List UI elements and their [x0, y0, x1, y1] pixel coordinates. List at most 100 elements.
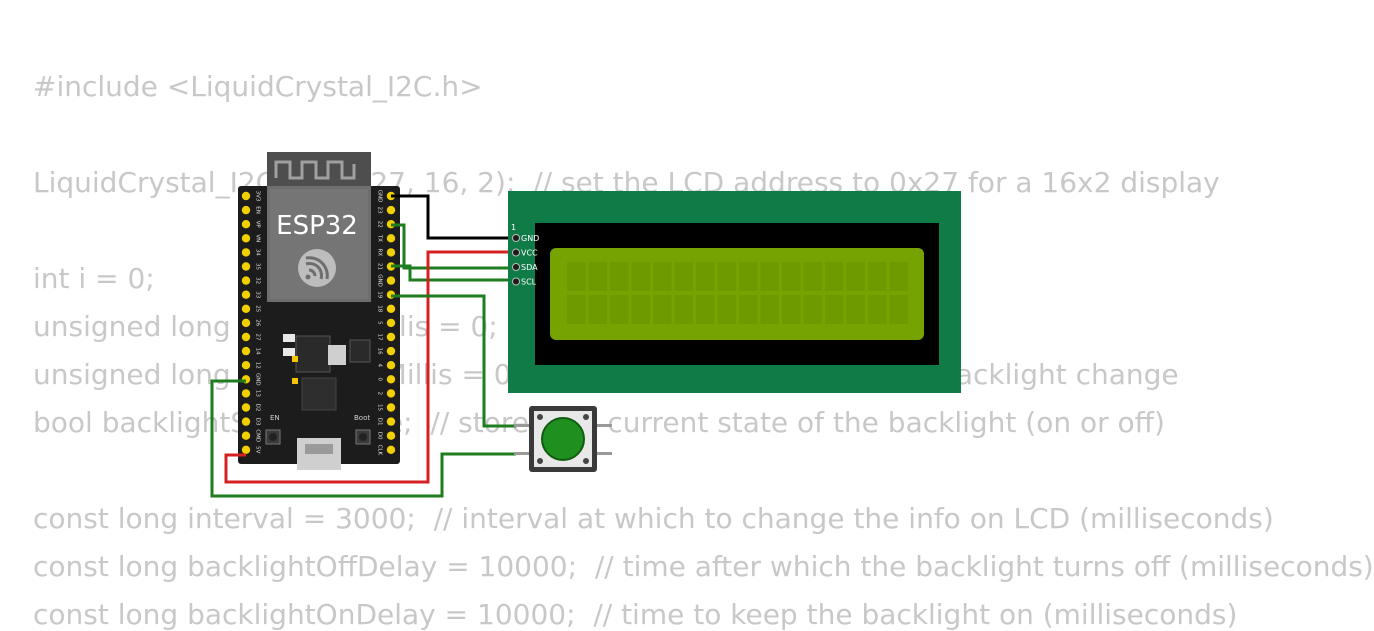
lcd-char-cell: [760, 262, 779, 291]
esp32-pin-label: 19: [377, 291, 383, 298]
lcd-char-cell: [631, 262, 650, 291]
wire-button-gnd[interactable]: [210, 379, 516, 498]
code-line-interval: const long interval = 3000; // interval …: [33, 502, 1274, 535]
esp32-pin-right-5[interactable]: [386, 318, 396, 328]
esp32-pin-label: 34: [255, 249, 261, 256]
lcd-char-cell: [739, 262, 758, 291]
esp32-pin-left-27[interactable]: [241, 332, 251, 342]
lcd-char-cell: [674, 295, 693, 324]
lcd-char-cell: [696, 262, 715, 291]
esp32-pin-right-18[interactable]: [386, 304, 396, 313]
lcd-pin-gnd[interactable]: [512, 234, 520, 242]
esp32-pin-left-cmd[interactable]: [241, 431, 251, 440]
code-line-backlight-on-delay: const long backlightOnDelay = 10000; // …: [33, 598, 1238, 631]
esp32-pin-left-d3[interactable]: [241, 417, 251, 426]
lcd-char-cell: [846, 295, 865, 324]
button-leg: [596, 452, 612, 455]
esp32-pin-left-34[interactable]: [241, 248, 251, 257]
esp32-pin-left-14[interactable]: [241, 346, 251, 356]
esp32-pin-label: 21: [377, 263, 383, 270]
espressif-logo-icon: [298, 249, 336, 287]
lcd-pin-label-gnd: GND: [521, 234, 539, 243]
lcd-char-cell: [610, 295, 629, 324]
lcd-char-cell: [567, 295, 586, 324]
esp32-pin-left-35[interactable]: [241, 262, 251, 271]
esp32-pin-label: VN: [255, 234, 261, 242]
lcd-pin-label-vcc: VCC: [521, 249, 538, 258]
esp32-board[interactable]: ESP32 EN Boot 3V3ENVPVN34353233252627141…: [238, 152, 400, 470]
esp32-pin-right-gnd[interactable]: [386, 276, 396, 285]
esp32-pin-label: 4: [377, 363, 383, 367]
esp32-pin-right-rx[interactable]: [386, 248, 396, 257]
esp32-pin-label: D0: [377, 432, 383, 440]
esp32-pin-label: 32: [255, 277, 261, 284]
esp32-pin-left-33[interactable]: [241, 290, 251, 299]
voltage-regulator: [295, 335, 331, 373]
esp32-pin-right-0[interactable]: [386, 375, 396, 384]
esp32-pin-right-d0[interactable]: [386, 431, 396, 440]
esp32-pin-label: CMD: [255, 429, 261, 442]
button-cap[interactable]: [541, 417, 585, 461]
esp32-pin-left-3v3[interactable]: [241, 191, 251, 201]
esp32-pin-right-15[interactable]: [386, 403, 396, 412]
lcd-pin-label-sda: SDA: [521, 263, 538, 272]
esp32-pin-left-d2[interactable]: [241, 403, 251, 412]
esp32-pin-left-32[interactable]: [241, 276, 251, 285]
esp32-pin-left-vn[interactable]: [241, 234, 251, 243]
wire-sda[interactable]: [391, 223, 516, 270]
esp32-pin-right-d1[interactable]: [386, 417, 396, 426]
esp32-pin-label: 14: [255, 348, 261, 355]
esp32-pin-label: 2: [377, 392, 383, 396]
lcd-pin-sda[interactable]: [512, 263, 520, 271]
lcd-char-cell: [653, 295, 672, 324]
esp32-pin-left-26[interactable]: [241, 318, 251, 328]
lcd-pin-label-scl: SCL: [521, 278, 537, 287]
esp32-pin-right-16[interactable]: [386, 346, 396, 356]
esp32-pin-label: D1: [377, 418, 383, 426]
lcd-pin-scl[interactable]: [512, 277, 520, 286]
lcd-char-cell: [610, 262, 629, 291]
wire-scl[interactable]: [391, 264, 516, 282]
boot-button-label: Boot: [354, 414, 370, 422]
esp32-pin-right-23[interactable]: [386, 205, 396, 215]
esp32-pin-right-tx[interactable]: [386, 234, 396, 243]
esp32-pin-label: GND: [377, 274, 383, 287]
esp32-pin-label: 27: [255, 334, 261, 341]
lcd-char-cell: [825, 262, 844, 291]
esp32-pin-label: D2: [255, 404, 261, 412]
esp32-pin-left-en[interactable]: [241, 205, 251, 215]
lcd-pin-vcc[interactable]: [512, 248, 520, 257]
esp32-pin-label: D3: [255, 418, 261, 426]
esp32-pin-right-4[interactable]: [386, 361, 396, 370]
lcd-char-cell: [889, 295, 908, 324]
wire-vcc[interactable]: [224, 250, 516, 484]
esp32-pin-right-17[interactable]: [386, 332, 396, 342]
lcd-char-cell: [803, 295, 822, 324]
push-button[interactable]: [514, 406, 612, 472]
button-leg: [514, 452, 532, 455]
wire-gnd[interactable]: [391, 194, 516, 240]
esp32-pin-label: 15: [377, 404, 383, 411]
esp32-pin-left-vp[interactable]: [241, 220, 251, 229]
smd-component: [283, 348, 295, 356]
code-line-include: #include <LiquidCrystal_I2C.h>: [33, 70, 483, 103]
wires: [210, 194, 516, 498]
esp32-pin-label: TX: [377, 234, 383, 242]
lcd-char-cell: [889, 262, 908, 291]
esp32-pin-left-25[interactable]: [241, 304, 251, 313]
esp32-pin-label: 23: [377, 207, 383, 214]
wire-button-signal[interactable]: [391, 294, 516, 428]
code-editor-background: #include <LiquidCrystal_I2C.h> LiquidCry…: [33, 70, 1374, 631]
lcd-char-cell: [588, 262, 607, 291]
esp32-pin-left-12[interactable]: [241, 361, 251, 370]
esp32-pin-label: GND: [377, 190, 383, 203]
lcd-char-cell: [782, 262, 801, 291]
en-button-label: EN: [270, 414, 280, 422]
esp32-pin-left-13[interactable]: [241, 389, 251, 398]
esp32-pin-right-clk[interactable]: [386, 445, 396, 454]
esp32-pin-label: 16: [377, 348, 383, 355]
esp32-pin-right-2[interactable]: [386, 389, 396, 398]
lcd-pin-header: GND VCC SDA SCL: [512, 234, 539, 287]
esp32-pin-left-5v[interactable]: [241, 445, 251, 454]
